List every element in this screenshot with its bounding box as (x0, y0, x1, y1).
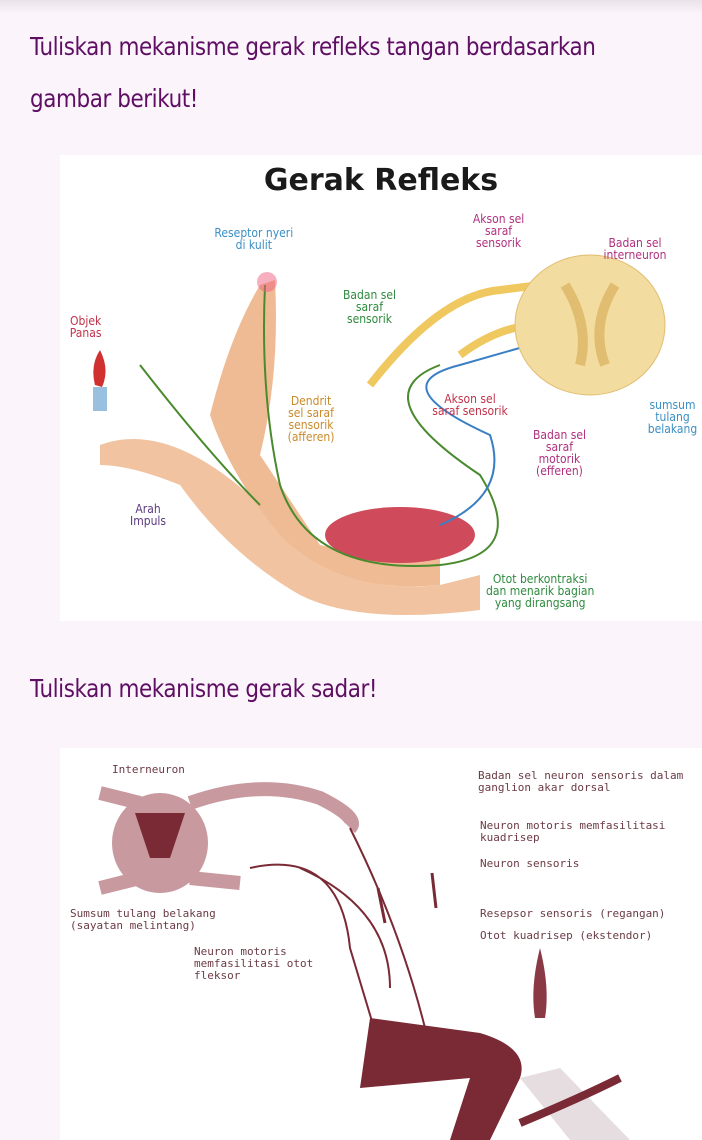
knee-illustration (98, 782, 630, 1140)
figure-title: Gerak Refleks (263, 163, 499, 198)
question-2: Tuliskan mekanisme gerak sadar! (30, 674, 378, 703)
label-reseptor: Resepsor sensoris (regangan) (480, 907, 666, 920)
question-1-line-1: Tuliskan mekanisme gerak refleks tangan … (30, 32, 596, 61)
label-interneuron: Interneuron (112, 763, 185, 776)
label-neuron-sensoris: Neuron sensoris (480, 857, 580, 870)
reflex-illustration (93, 254, 666, 615)
label-sumsum: Sumsum tulang belakang(sayatan melintang… (70, 907, 216, 932)
label-otot: Otot kuadrisep (ekstendor) (480, 929, 653, 942)
top-shadow (0, 0, 702, 14)
voluntary-movement-diagram: Interneuron Badan sel neuron sensoris da… (60, 748, 702, 1140)
question-1-line-2: gambar berikut! (30, 84, 198, 113)
